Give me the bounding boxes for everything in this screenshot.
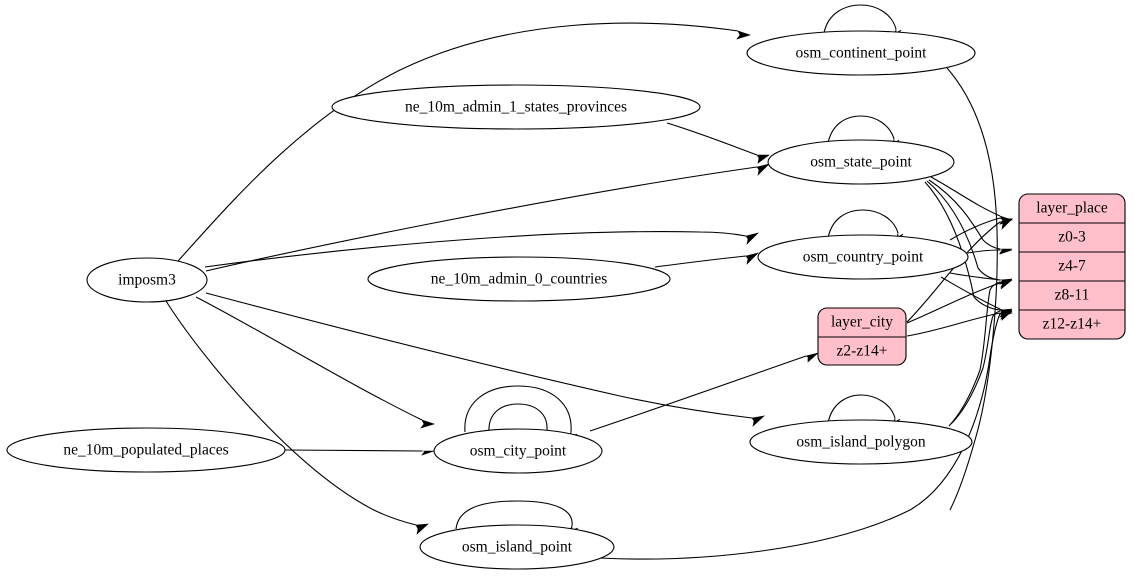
record-layer-place-body[interactable] bbox=[1018, 193, 1126, 340]
edge-imposm3-to-osm-state-point bbox=[205, 166, 758, 272]
selfloop-osm-island-polygon bbox=[827, 394, 896, 424]
record-layer-place-row-title: layer_place bbox=[1036, 200, 1108, 217]
record-layer-city-row-title: layer_city bbox=[831, 314, 893, 331]
arrowhead-ne-states-osm-state-point bbox=[756, 154, 770, 164]
edge-osm-state-point-to-layer-place-z0-3 bbox=[930, 176, 1001, 217]
arrowhead-city-point-layer-city bbox=[805, 352, 819, 363]
node-osm-country-point-label: osm_country_point bbox=[803, 249, 924, 266]
arrowhead-country-z4-7 bbox=[999, 249, 1013, 255]
record-layer-place-row-z8-11[interactable]: z8-11 bbox=[1055, 287, 1090, 304]
node-osm-city-point[interactable]: osm_city_point bbox=[433, 428, 603, 474]
node-ne-10m-admin-0-countries[interactable]: ne_10m_admin_0_countries bbox=[367, 256, 671, 302]
edge-imposm3-to-osm-island-polygon bbox=[205, 292, 753, 419]
edge-osm-country-point-to-layer-place-z0-3 bbox=[949, 217, 1001, 241]
edge-ne-states-to-osm-state-point bbox=[666, 122, 758, 156]
node-osm-island-polygon-label: osm_island_polygon bbox=[796, 434, 925, 451]
edge-imposm3-to-osm-country-point bbox=[204, 231, 747, 268]
node-osm-city-point-shape[interactable] bbox=[433, 428, 603, 474]
edge-ne-places-to-osm-city-point bbox=[284, 449, 423, 452]
arrowhead-imposm3-osm-state-point bbox=[756, 163, 770, 176]
record-layer-place-row-z0-3[interactable]: z0-3 bbox=[1058, 229, 1086, 246]
record-layer-place-row-z12-z14[interactable]: z12-z14+ bbox=[1043, 316, 1102, 333]
node-osm-island-polygon-shape[interactable] bbox=[749, 419, 973, 465]
node-osm-country-point[interactable]: osm_country_point bbox=[757, 234, 969, 280]
node-osm-island-point-shape[interactable] bbox=[419, 524, 615, 570]
edge-osm-country-point-to-layer-place-z8-11 bbox=[949, 272, 1001, 281]
selfloop-osm-city-point-outer bbox=[464, 385, 572, 433]
edge-layer-city-to-layer-place-z0-3 bbox=[906, 221, 1001, 323]
node-ne-countries-shape[interactable] bbox=[367, 256, 671, 302]
edge-layer-city-to-layer-place-z8-11 bbox=[906, 282, 1001, 324]
node-ne-places-shape[interactable] bbox=[6, 427, 286, 473]
edge-osm-island-point-to-layer-place-z12 bbox=[599, 313, 1001, 560]
edge-osm-continent-point-to-layer-place-z12 bbox=[946, 67, 998, 511]
node-ne-places-label: ne_10m_populated_places bbox=[63, 442, 228, 459]
edge-osm-island-polygon-to-layer-place-z8-11 bbox=[948, 281, 1001, 427]
node-ne-countries-label: ne_10m_admin_0_countries bbox=[431, 271, 608, 288]
edge-osm-country-point-to-layer-place-z4-7 bbox=[967, 249, 1001, 254]
node-ne-states-label: ne_10m_admin_1_states_provinces bbox=[405, 99, 627, 116]
node-imposm3-shape[interactable] bbox=[86, 257, 208, 303]
record-layer-place-row-z4-7[interactable]: z4-7 bbox=[1058, 258, 1086, 275]
arrowhead-imposm3-osm-country-point bbox=[745, 232, 759, 245]
arrowhead-imposm3-osm-island-point bbox=[415, 523, 429, 535]
edge-layer bbox=[165, 4, 1014, 560]
selfloop-osm-island-point bbox=[455, 500, 573, 530]
edge-imposm3-to-osm-island-point bbox=[165, 300, 417, 526]
node-osm-state-point-label: osm_state_point bbox=[810, 154, 912, 171]
arrowhead-island-point-z12 bbox=[998, 310, 1013, 321]
arrowhead-city-z0-3 bbox=[998, 218, 1013, 230]
node-ne-10m-admin-1-states-provinces[interactable]: ne_10m_admin_1_states_provinces bbox=[331, 84, 701, 130]
record-node-layer-place[interactable]: layer_place z0-3 z4-7 z8-11 z12-z14+ bbox=[1018, 193, 1126, 340]
node-ne-states-shape[interactable] bbox=[331, 84, 701, 130]
selfloop-osm-city-point-inner bbox=[488, 403, 548, 433]
node-osm-city-point-label: osm_city_point bbox=[470, 443, 567, 460]
arrowhead-imposm3-osm-island-polygon bbox=[751, 415, 765, 427]
node-ne-10m-populated-places[interactable]: ne_10m_populated_places bbox=[6, 427, 286, 473]
arrowhead-ne-countries-osm-country-point bbox=[745, 252, 759, 265]
edge-layer-city-to-layer-place-z12 bbox=[906, 312, 1001, 337]
node-osm-state-point-shape[interactable] bbox=[767, 139, 955, 185]
arrowhead-imposm3-osm-continent-point bbox=[736, 30, 751, 40]
node-osm-island-polygon[interactable]: osm_island_polygon bbox=[749, 419, 973, 465]
node-osm-continent-point[interactable]: osm_continent_point bbox=[746, 30, 976, 76]
edge-osm-country-point-to-layer-place-z12 bbox=[940, 276, 1001, 310]
edge-osm-state-point-to-layer-place-z8-11 bbox=[926, 180, 1001, 281]
node-osm-country-point-shape[interactable] bbox=[757, 234, 969, 280]
record-node-layer-city[interactable]: layer_city z2-z14+ bbox=[817, 307, 907, 366]
node-imposm3-label: imposm3 bbox=[118, 272, 176, 289]
arrowhead-imposm3-osm-city-point bbox=[420, 419, 435, 429]
edge-imposm3-to-osm-continent-point bbox=[177, 22, 739, 262]
edge-osm-island-polygon-to-layer-place-z12 bbox=[950, 310, 1001, 425]
edge-osm-state-point-to-layer-place-z12 bbox=[924, 181, 1001, 311]
node-osm-state-point[interactable]: osm_state_point bbox=[767, 139, 955, 185]
selfloop-osm-continent-point bbox=[823, 4, 897, 34]
edge-osm-city-point-to-layer-city bbox=[589, 355, 807, 432]
edge-imposm3-to-osm-city-point bbox=[195, 296, 423, 421]
node-imposm3[interactable]: imposm3 bbox=[86, 257, 208, 303]
selfloop-osm-country-point bbox=[827, 209, 899, 239]
edge-osm-state-point-to-layer-place-z4-7 bbox=[928, 179, 1001, 250]
node-osm-island-point[interactable]: osm_island_point bbox=[419, 524, 615, 570]
node-osm-island-point-label: osm_island_point bbox=[462, 539, 573, 556]
arrowhead-island-polygon-z8-11 bbox=[999, 279, 1013, 288]
node-layer: imposm3 ne_10m_admin_1_states_provinces … bbox=[6, 30, 1126, 570]
selfloop-osm-state-point bbox=[827, 115, 895, 144]
edge-ne-countries-to-osm-country-point bbox=[654, 255, 747, 268]
node-osm-continent-point-shape[interactable] bbox=[746, 30, 976, 76]
node-osm-continent-point-label: osm_continent_point bbox=[796, 45, 928, 62]
arrowhead-ne-places-osm-city-point bbox=[421, 450, 435, 456]
record-layer-city-row-z2-z14[interactable]: z2-z14+ bbox=[837, 343, 888, 360]
